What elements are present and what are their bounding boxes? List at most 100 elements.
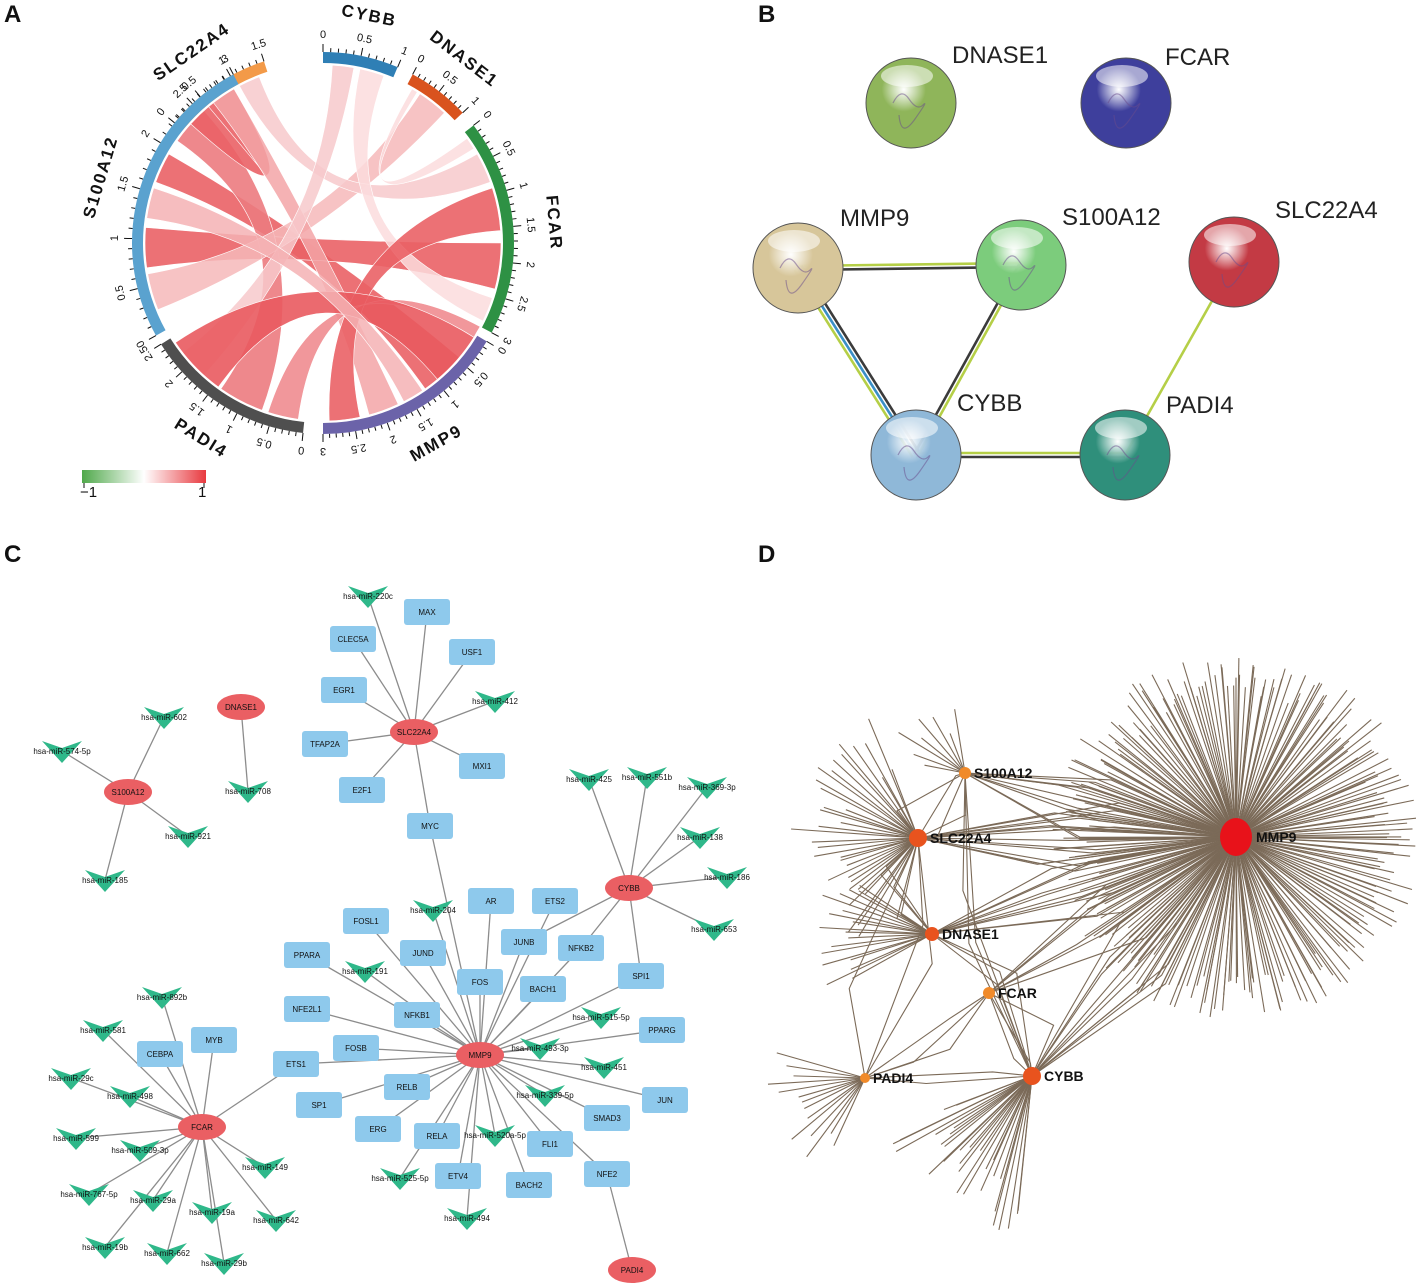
chemical-edge <box>1169 836 1237 1006</box>
tf-label: FOSB <box>345 1044 367 1053</box>
tf-node <box>296 1092 342 1118</box>
regulatory-edge <box>413 651 473 733</box>
mirna-label: hsa-miR-520a-5p <box>464 1131 526 1140</box>
chemical-edge <box>1207 662 1237 838</box>
chemical-edge <box>1235 775 1379 838</box>
mirna-label: hsa-miR-767-5p <box>60 1190 118 1199</box>
regulatory-edge <box>432 909 481 1056</box>
regulatory-edge <box>479 1054 496 1136</box>
chemical-edge <box>1235 740 1350 838</box>
chemical-edge <box>1150 836 1237 987</box>
chemical-edge <box>1118 724 1237 838</box>
shared-chemical-edge <box>1031 836 1237 1077</box>
tf-label: JUND <box>412 949 434 958</box>
mirna-node <box>245 1157 285 1179</box>
chem-hub-node <box>860 1073 870 1083</box>
chemical-edge <box>1235 828 1413 838</box>
chemical-edge <box>1235 697 1356 838</box>
chemical-edge <box>1235 683 1323 838</box>
mirna-node <box>192 1202 232 1224</box>
node-highlight <box>1204 224 1256 246</box>
chem-hub-label: DNASE1 <box>942 926 999 942</box>
protein-structure-icon <box>1002 255 1036 291</box>
shared-chemical-edge <box>917 836 1237 854</box>
chemical-edge <box>921 737 966 774</box>
chord-tick-label: 1 <box>469 95 482 108</box>
chemical-edge <box>1137 836 1237 961</box>
chord-link <box>146 187 423 403</box>
chord-tick-label: 1 <box>109 235 121 241</box>
chem-hub-label: FCAR <box>998 985 1037 1001</box>
panel-letter-d: D <box>758 541 775 568</box>
chemical-edge <box>1235 836 1365 949</box>
chemical-edge <box>1235 774 1399 838</box>
chem-hub-node <box>925 927 939 941</box>
tf-label: FOS <box>472 978 488 987</box>
regulatory-edge <box>628 887 642 977</box>
chemical-edge <box>1007 1075 1033 1229</box>
chem-hub-label: S100A12 <box>974 765 1033 781</box>
mirna-label: hsa-miR-425 <box>566 775 612 784</box>
chord-tick-label: 2 <box>388 432 398 445</box>
node-highlight <box>991 227 1043 249</box>
chemical-edge <box>831 933 933 948</box>
tf-node <box>506 1172 552 1198</box>
chemical-edge <box>822 933 933 966</box>
mirna-node <box>120 1140 160 1162</box>
mirna-label: hsa-miR-525-5p <box>371 1174 429 1183</box>
chord-tick-label: 2 <box>139 128 152 140</box>
shared-chemical-edge <box>964 772 1033 1077</box>
chemical-edge <box>791 828 919 839</box>
hub-gene-node <box>605 875 653 901</box>
protein-structure-icon <box>892 93 926 129</box>
tf-node <box>284 996 330 1022</box>
chord-tick-label: 1 <box>449 397 461 410</box>
tf-node <box>333 1035 379 1061</box>
mirna-node <box>85 870 125 892</box>
chemical-edge <box>1209 836 1237 1018</box>
chemical-edge <box>1235 836 1375 870</box>
string-node-label: S100A12 <box>1062 204 1161 231</box>
chord-tick-label: 2 <box>524 261 537 268</box>
mirna-node <box>228 781 268 803</box>
tf-node <box>414 1123 460 1149</box>
chord-tick-label: 3 <box>220 53 231 66</box>
chemical-edge <box>1235 836 1375 898</box>
tf-label: E2F1 <box>352 786 372 795</box>
shared-chemical-edge <box>896 837 933 935</box>
tf-node <box>191 1027 237 1053</box>
hub-gene-label: DNASE1 <box>225 703 258 712</box>
chemical-edge <box>845 809 919 839</box>
shared-chemical-edge <box>917 810 1237 839</box>
panel-letter-b: B <box>758 1 775 28</box>
regulatory-edge <box>88 1126 203 1195</box>
chemical-edge <box>826 933 933 986</box>
chemical-edge <box>1235 836 1349 983</box>
chemical-edge <box>850 837 919 883</box>
color-scale-legend: −1 1 <box>80 470 206 501</box>
panel-letter-a: A <box>4 1 21 28</box>
chemical-edge <box>804 1077 866 1109</box>
chemical-edge <box>1079 836 1237 891</box>
chemical-edge <box>913 753 966 774</box>
chemical-edge <box>999 1075 1033 1179</box>
chord-tick-label: 0.5 <box>255 435 273 451</box>
chord-tick-label: 0.5 <box>356 32 373 47</box>
chemical-edge <box>798 1077 866 1098</box>
chemical-edge <box>1235 836 1239 978</box>
chemical-edge <box>1235 836 1360 924</box>
shared-chemical-edge <box>848 837 919 1079</box>
mirna-label: hsa-miR-551b <box>622 773 673 782</box>
chemical-edge <box>1153 706 1237 838</box>
chemical-edge <box>1086 836 1237 902</box>
hub-gene-node <box>104 779 152 805</box>
mirna-label: hsa-miR-515-5p <box>572 1013 630 1022</box>
shared-chemical-edge <box>864 1071 1033 1079</box>
tf-node <box>339 777 385 803</box>
chemical-edge <box>807 1077 866 1119</box>
string-node-label: MMP9 <box>840 205 909 232</box>
tf-label: SMAD3 <box>593 1114 621 1123</box>
shared-chemical-edge <box>931 836 1237 935</box>
regulatory-edge <box>466 1054 481 1219</box>
